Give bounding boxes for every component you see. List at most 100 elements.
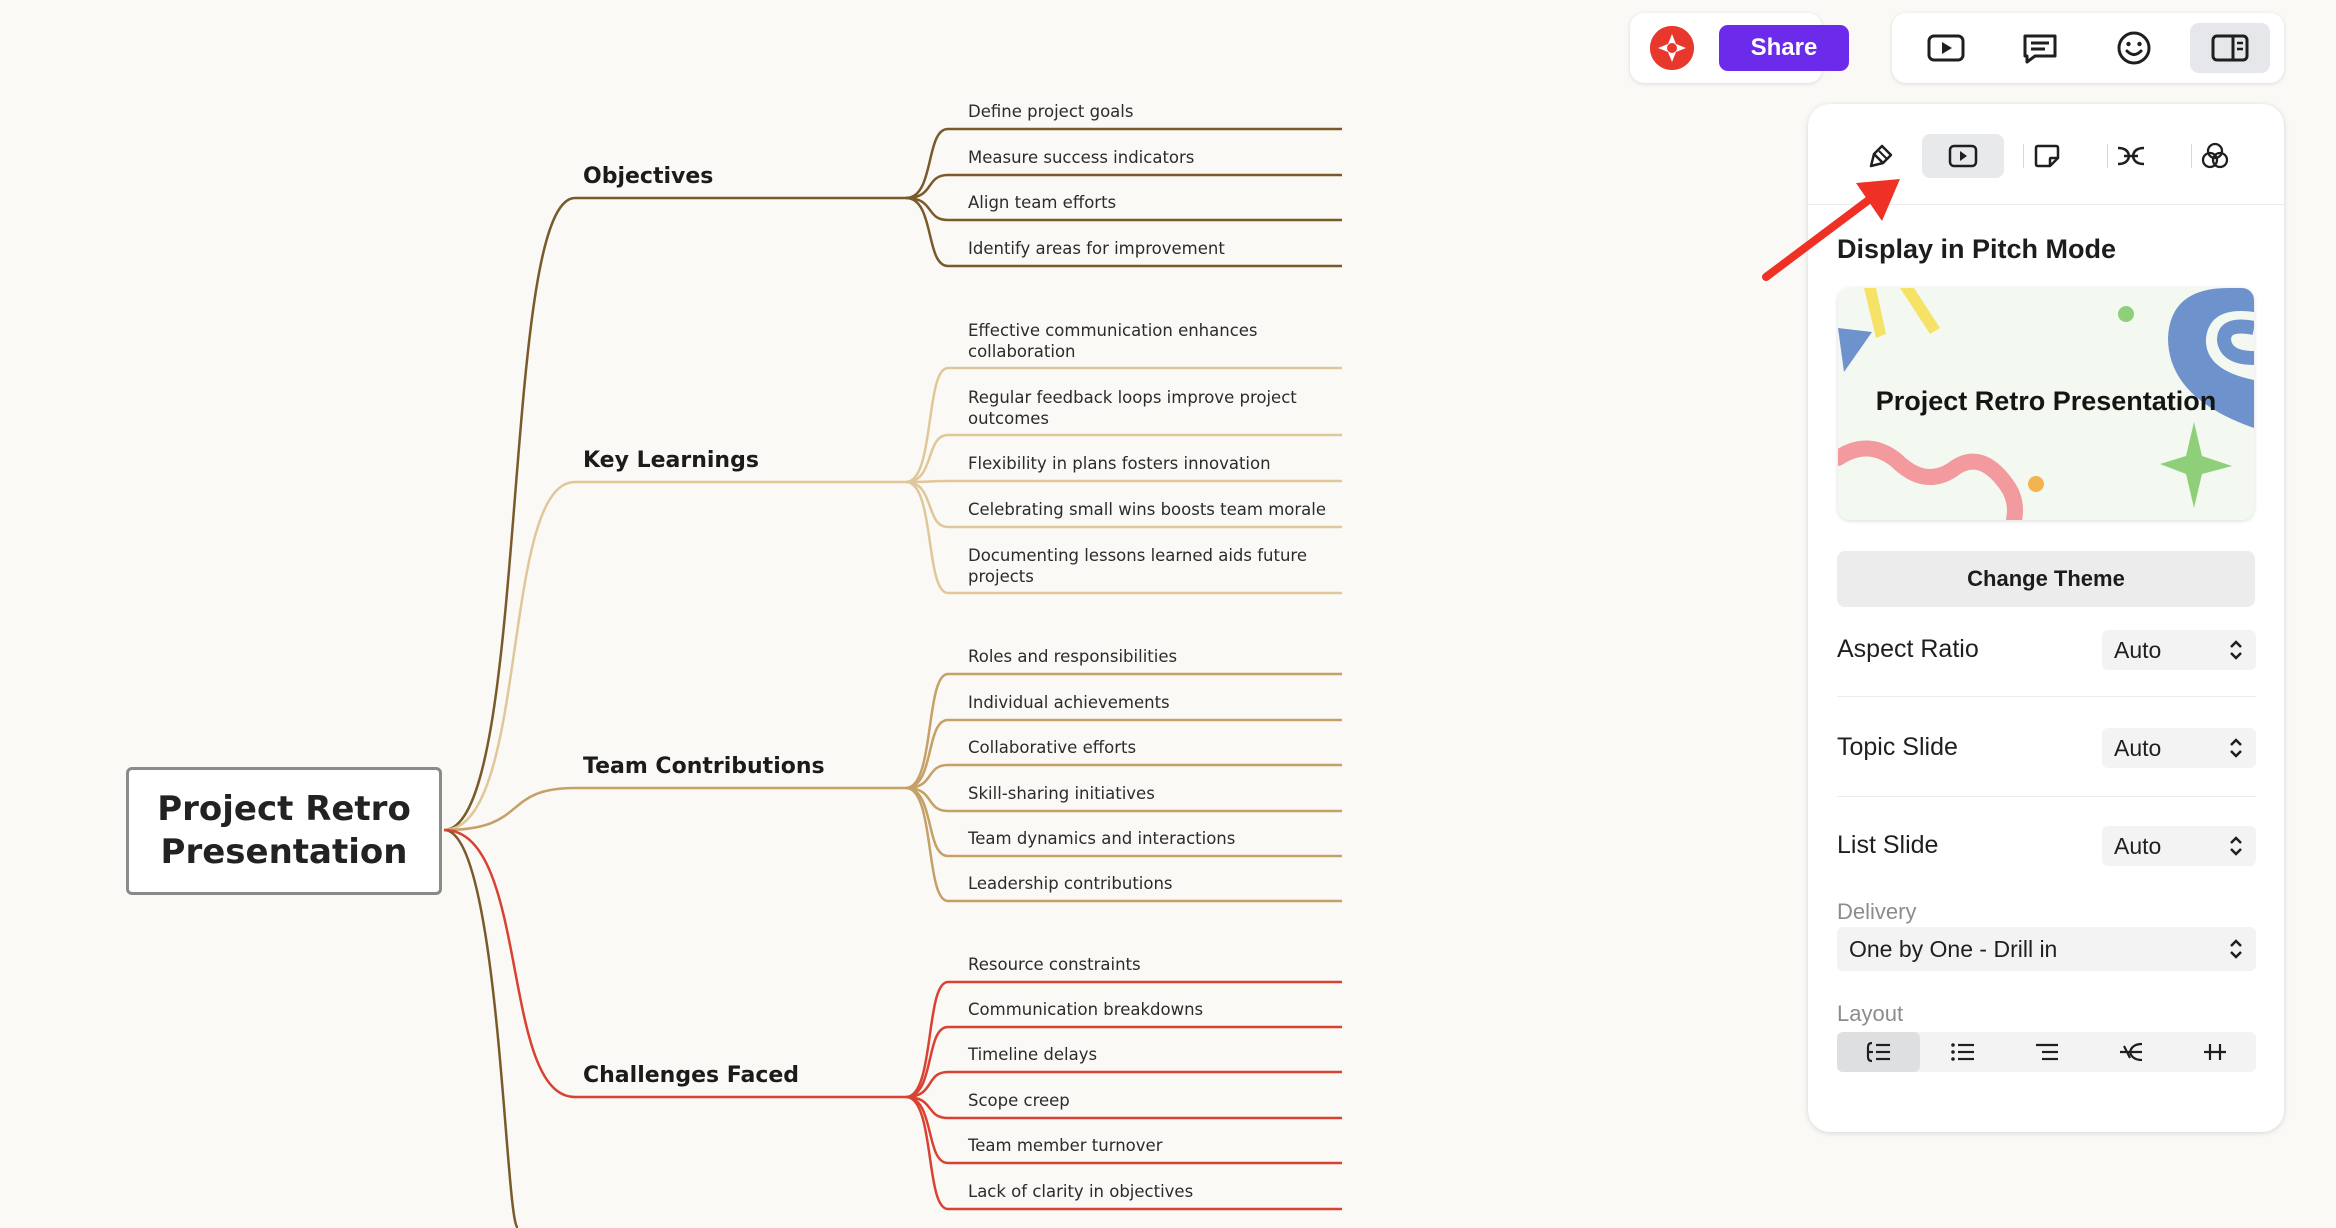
branch-topic-3[interactable]: Team Contributions (583, 754, 825, 779)
layout-selector (1837, 1032, 2256, 1072)
outline-button[interactable] (2000, 23, 2080, 73)
pitch-play-button[interactable] (1906, 23, 1986, 73)
subtopic-item[interactable]: Measure success indicators (968, 148, 1195, 167)
layout-map-icon (2119, 1042, 2142, 1062)
leaf-connector (905, 718, 1342, 790)
updown-chevron-icon (2230, 939, 2242, 959)
row-divider (1837, 796, 2256, 797)
layout-option-tree[interactable] (1837, 1032, 1920, 1072)
branch-map-icon (2117, 146, 2145, 166)
branch-connector (443, 480, 906, 832)
root-topic-label: Project Retro Presentation (157, 789, 411, 872)
subtopic-item[interactable]: Celebrating small wins boosts team moral… (968, 500, 1326, 519)
branch-connector (443, 786, 906, 832)
subtopic-item[interactable]: Skill-sharing initiatives (968, 784, 1155, 803)
layout-indent-icon (2035, 1043, 2058, 1061)
branch-connector (443, 196, 906, 832)
tab-branch[interactable] (2090, 134, 2172, 178)
subtopic-item[interactable]: Regular feedback loops improve project o… (968, 388, 1297, 428)
topic-slide-value: Auto (2114, 735, 2162, 761)
tab-sticker[interactable] (2006, 134, 2088, 178)
subtopic-item[interactable]: Collaborative efforts (968, 738, 1137, 757)
subtopic-item[interactable]: Resource constraints (968, 955, 1141, 974)
share-button[interactable]: Share (1719, 25, 1849, 71)
layout-tree-icon (1866, 1041, 1890, 1063)
subtopic-item[interactable]: Documenting lessons learned aids future … (968, 546, 1308, 586)
topic-slide-label: Topic Slide (1837, 733, 1958, 761)
layout-option-map[interactable] (2089, 1032, 2172, 1072)
list-slide-select[interactable]: Auto (2102, 826, 2256, 866)
list-slide-label: List Slide (1837, 831, 1939, 859)
panel-toggle-button[interactable] (2190, 23, 2270, 73)
play-icon (1927, 34, 1965, 62)
leaf-connector (905, 196, 1342, 222)
subtopic-item[interactable]: Flexibility in plans fosters innovation (968, 454, 1271, 473)
leaf-connector (905, 1025, 1342, 1099)
layout-list-icon (1950, 1043, 1974, 1061)
layout-label: Layout (1837, 1001, 1904, 1026)
subtopic-item[interactable]: Timeline delays (968, 1045, 1098, 1064)
style-brush-icon (1869, 144, 1893, 168)
subtopic-item[interactable]: Roles and responsibilities (968, 647, 1178, 666)
share-toolbar: Share (1630, 13, 1849, 83)
subtopic-item[interactable]: Individual achievements (968, 693, 1170, 712)
subtopic-item[interactable]: Communication breakdowns (968, 1000, 1204, 1019)
tab-divider (2191, 144, 2192, 168)
emoji-button[interactable] (2094, 23, 2174, 73)
subtopic-item[interactable]: Identify areas for improvement (968, 239, 1225, 258)
layout-option-timeline[interactable] (2173, 1032, 2256, 1072)
subtopic-item[interactable]: Define project goals (968, 102, 1134, 121)
theme-preview-title: Project Retro Presentation (1875, 386, 2217, 416)
leaf-connector (905, 1095, 1342, 1211)
leaf-connector (905, 786, 1342, 903)
branch-topic-1[interactable]: Objectives (583, 164, 714, 189)
leaf-connector (905, 366, 1342, 484)
branch-topic-4[interactable]: Challenges Faced (583, 1063, 800, 1088)
subtopic-item[interactable]: Align team efforts (968, 193, 1117, 212)
subtopic-item[interactable]: Leadership contributions (968, 874, 1173, 893)
outline-icon (2023, 34, 2057, 64)
theme-preview-card[interactable]: Project Retro Presentation (1838, 288, 2254, 520)
view-toolbar (1892, 13, 2284, 83)
layout-option-list[interactable] (1921, 1032, 2004, 1072)
subtopic-item[interactable]: Lack of clarity in objectives (968, 1182, 1194, 1201)
delivery-select[interactable]: One by One - Drill in (1837, 927, 2256, 971)
app-logo-icon[interactable] (1650, 26, 1694, 70)
sticker-icon (2034, 144, 2060, 168)
pitch-play-icon (1948, 144, 1978, 168)
branch-topic-2[interactable]: Key Learnings (583, 448, 759, 473)
tab-divider (2023, 144, 2024, 168)
layout-option-indent[interactable] (2005, 1032, 2088, 1072)
pitch-settings-panel: Display in Pitch Mode Project Retro Pres… (1808, 104, 2284, 1132)
layout-timeline-icon (2203, 1044, 2226, 1060)
panel-section-title: Display in Pitch Mode (1837, 234, 2117, 264)
tab-style[interactable] (1840, 134, 1922, 178)
branch-connector (443, 828, 906, 1099)
delivery-value: One by One - Drill in (1849, 936, 2058, 962)
topic-slide-select[interactable]: Auto (2102, 728, 2256, 768)
change-theme-button[interactable]: Change Theme (1837, 551, 2255, 607)
tab-theme[interactable] (2174, 134, 2256, 178)
list-slide-value: Auto (2114, 833, 2162, 859)
updown-chevron-icon (2230, 738, 2242, 758)
subtopic-item[interactable]: Team member turnover (968, 1136, 1163, 1155)
subtopic-item[interactable]: Effective communication enhances collabo… (968, 321, 1258, 361)
leaf-connector (905, 479, 1342, 484)
tab-pitch[interactable] (1922, 134, 2004, 178)
subtopic-item[interactable]: Scope creep (968, 1091, 1070, 1110)
root-topic-node[interactable]: Project Retro Presentation (126, 767, 442, 895)
aspect-ratio-select[interactable]: Auto (2102, 630, 2256, 670)
leaf-connector (905, 672, 1342, 790)
row-divider (1837, 696, 2256, 697)
leaf-connector (905, 480, 1342, 529)
leaf-connector (905, 1095, 1342, 1120)
mindmap-connectors (443, 127, 1342, 1228)
updown-chevron-icon (2230, 640, 2242, 660)
subtopic-item[interactable]: Team dynamics and interactions (968, 829, 1236, 848)
leaf-connector (905, 763, 1342, 790)
annotation-arrow-icon (1762, 179, 1900, 281)
updown-chevron-icon (2230, 836, 2242, 856)
tab-divider (2107, 144, 2108, 168)
leaf-connector (905, 433, 1342, 484)
leaf-connector (905, 480, 1342, 595)
